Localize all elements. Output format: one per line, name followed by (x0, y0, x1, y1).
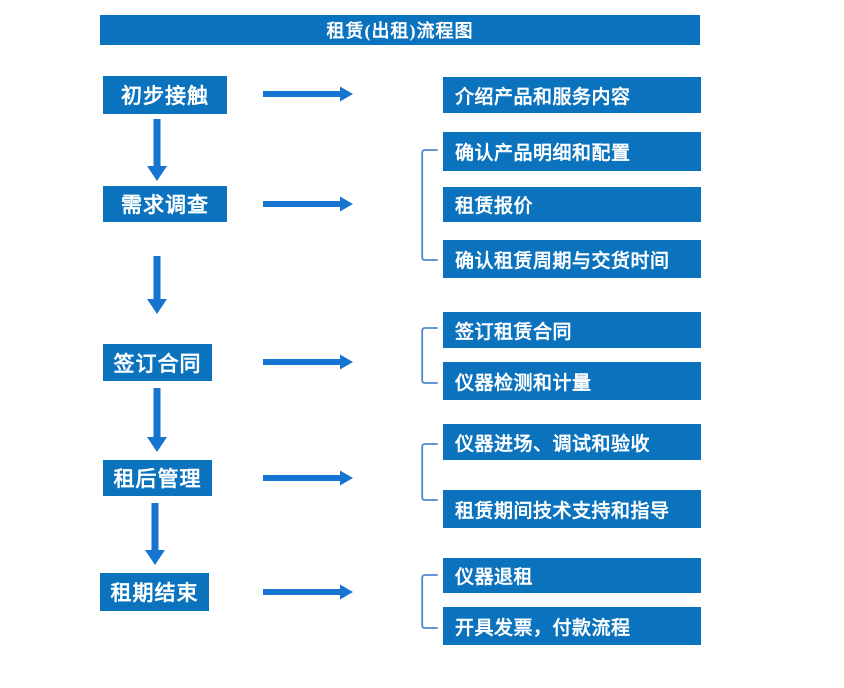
step-demand-survey: 需求调查 (103, 186, 227, 222)
step-label: 初步接触 (121, 84, 209, 108)
step-label: 需求调查 (121, 193, 209, 217)
step-rental-end: 租期结束 (100, 573, 209, 611)
detail-label: 开具发票，付款流程 (455, 617, 631, 639)
detail-instrument-testing: 仪器检测和计量 (443, 362, 701, 400)
detail-introduce-products: 介绍产品和服务内容 (443, 77, 701, 113)
down-arrow-icon (147, 256, 167, 314)
detail-label: 仪器退租 (455, 567, 534, 588)
step-post-rental-management: 租后管理 (103, 460, 212, 496)
step-label: 签订合同 (113, 351, 202, 376)
detail-label: 租赁期间技术支持和指导 (455, 500, 670, 522)
step-initial-contact: 初步接触 (103, 76, 227, 114)
detail-technical-support: 租赁期间技术支持和指导 (443, 490, 701, 528)
detail-label: 仪器进场、调试和验收 (455, 433, 651, 455)
detail-rental-quotation: 租赁报价 (443, 187, 701, 222)
right-arrow-icon (263, 196, 353, 212)
detail-label: 确认产品明细和配置 (455, 143, 631, 164)
detail-label: 介绍产品和服务内容 (455, 86, 631, 108)
step-sign-contract: 签订合同 (103, 344, 212, 381)
detail-instrument-entry: 仪器进场、调试和验收 (443, 424, 701, 460)
detail-confirm-product-details: 确认产品明细和配置 (443, 132, 701, 171)
group-bracket (421, 443, 438, 501)
detail-label: 租赁报价 (455, 196, 534, 217)
down-arrow-icon (145, 503, 165, 565)
detail-invoicing-payment: 开具发票，付款流程 (443, 607, 701, 645)
title-bar: 租赁(出租)流程图 (100, 15, 700, 45)
right-arrow-icon (263, 354, 353, 370)
right-arrow-icon (263, 86, 353, 102)
step-label: 租后管理 (113, 467, 202, 491)
down-arrow-icon (147, 388, 167, 452)
detail-instrument-return: 仪器退租 (443, 558, 701, 593)
group-bracket (421, 574, 438, 629)
group-bracket (421, 327, 438, 384)
detail-confirm-rental-period: 确认租赁周期与交货时间 (443, 240, 701, 278)
detail-label: 仪器检测和计量 (455, 372, 592, 394)
step-label: 租期结束 (110, 581, 199, 605)
right-arrow-icon (263, 470, 353, 486)
group-bracket (421, 149, 438, 261)
detail-sign-rental-contract: 签订租赁合同 (443, 312, 701, 348)
down-arrow-icon (147, 119, 167, 181)
detail-label: 签订租赁合同 (455, 321, 573, 343)
right-arrow-icon (263, 584, 353, 600)
page-title: 租赁(出租)流程图 (326, 21, 474, 41)
detail-label: 确认租赁周期与交货时间 (455, 250, 670, 272)
